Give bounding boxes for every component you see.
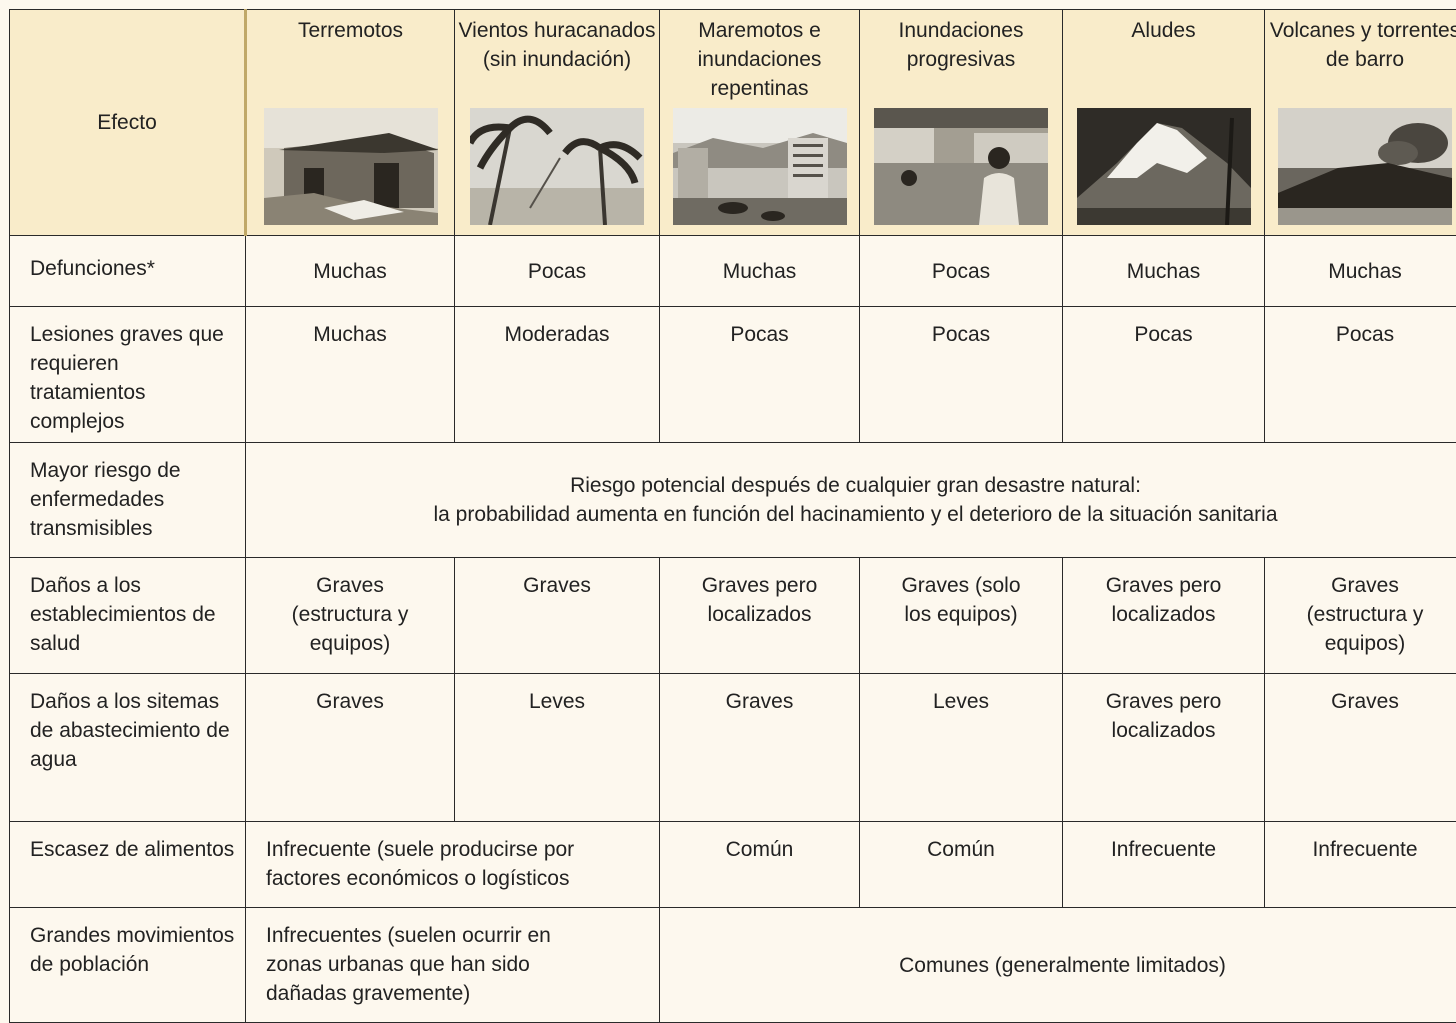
column-title: Inundaciones progresivas xyxy=(860,16,1062,108)
table-cell: Leves xyxy=(455,674,660,822)
column-header-volcanes: Volcanes y torrentes de barro xyxy=(1265,10,1456,236)
table-cell: Pocas xyxy=(1265,307,1456,443)
merged-cell: Infrecuente (suele producirse por factor… xyxy=(246,822,660,908)
column-header-inundaciones: Inundaciones progresivas xyxy=(860,10,1063,236)
table-cell: Infrecuente xyxy=(1063,822,1265,908)
merged-cell: Riesgo potencial después de cualquier gr… xyxy=(246,443,1456,558)
flood-photo xyxy=(874,108,1048,225)
table-cell: Graves pero localizados xyxy=(660,558,860,674)
column-title: Volcanes y torrentes de barro xyxy=(1265,16,1456,108)
disaster-effects-table: Efecto Terremotos Vientos huracanados (s… xyxy=(9,9,1456,1023)
table-cell: Pocas xyxy=(860,236,1063,307)
table-cell: Graves xyxy=(660,674,860,822)
table-cell: Muchas xyxy=(660,236,860,307)
table-row-defunciones: Defunciones* Muchas Pocas Muchas Pocas M… xyxy=(10,236,1456,307)
table-cell: Moderadas xyxy=(455,307,660,443)
table-row-lesiones: Lesiones graves que requieren tratamient… xyxy=(10,307,1456,443)
merged-cell: Comunes (generalmente limitados) xyxy=(660,908,1456,1023)
effect-header: Efecto xyxy=(10,10,246,236)
table-cell: Pocas xyxy=(455,236,660,307)
table-cell: Muchas xyxy=(1063,236,1265,307)
row-label: Mayor riesgo de enfermedades transmisibl… xyxy=(10,443,246,558)
hurricane-photo xyxy=(470,108,644,225)
merged-cell: Infrecuentes (suelen ocurrir en zonas ur… xyxy=(246,908,660,1023)
table-cell: Graves (estructura y equipos) xyxy=(1265,558,1456,674)
table-cell: Graves (estructura y equipos) xyxy=(246,558,455,674)
table-row-movimientos: Grandes movimientos de población Infrecu… xyxy=(10,908,1456,1023)
table-cell: Graves xyxy=(246,674,455,822)
table-cell: Graves (solo los equipos) xyxy=(860,558,1063,674)
row-label: Defunciones* xyxy=(10,236,246,307)
table-cell: Graves pero localizados xyxy=(1063,558,1265,674)
volcano-photo xyxy=(1278,108,1452,225)
column-header-terremotos: Terremotos xyxy=(246,10,455,236)
row-label: Lesiones graves que requieren tratamient… xyxy=(10,307,246,443)
table-cell: Común xyxy=(660,822,860,908)
table-cell: Graves xyxy=(1265,674,1456,822)
column-header-vientos: Vientos huracanados (sin inundación) xyxy=(455,10,660,236)
column-header-maremotos: Maremotos e inundaciones repentinas xyxy=(660,10,860,236)
column-title: Aludes xyxy=(1063,16,1264,108)
column-title: Maremotos e inundaciones repentinas xyxy=(660,16,859,108)
row-label: Daños a los establecimientos de salud xyxy=(10,558,246,674)
table-cell: Común xyxy=(860,822,1063,908)
table-cell: Muchas xyxy=(246,307,455,443)
table-cell: Muchas xyxy=(1265,236,1456,307)
table-cell: Leves xyxy=(860,674,1063,822)
risk-line-2: la probabilidad aumenta en función del h… xyxy=(246,500,1456,529)
table-cell: Graves pero localizados xyxy=(1063,674,1265,822)
risk-line-1: Riesgo potencial después de cualquier gr… xyxy=(246,471,1456,500)
table-cell: Infrecuente xyxy=(1265,822,1456,908)
table-row-escasez: Escasez de alimentos Infrecuente (suele … xyxy=(10,822,1456,908)
earthquake-photo xyxy=(264,108,438,225)
column-header-aludes: Aludes xyxy=(1063,10,1265,236)
table-row-danos-salud: Daños a los establecimientos de salud Gr… xyxy=(10,558,1456,674)
table-cell: Pocas xyxy=(660,307,860,443)
tsunami-photo xyxy=(673,108,847,225)
table-row-danos-agua: Daños a los sitemas de abastecimiento de… xyxy=(10,674,1456,822)
column-title: Terremotos xyxy=(247,16,454,108)
avalanche-photo xyxy=(1077,108,1251,225)
table-cell: Muchas xyxy=(246,236,455,307)
row-label: Escasez de alimentos xyxy=(10,822,246,908)
table-row-riesgo: Mayor riesgo de enfermedades transmisibl… xyxy=(10,443,1456,558)
table-cell: Pocas xyxy=(1063,307,1265,443)
table-cell: Pocas xyxy=(860,307,1063,443)
row-label: Grandes movimientos de población xyxy=(10,908,246,1023)
table-cell: Graves xyxy=(455,558,660,674)
row-label: Daños a los sitemas de abastecimiento de… xyxy=(10,674,246,822)
column-title: Vientos huracanados (sin inundación) xyxy=(455,16,659,108)
header-row: Efecto Terremotos Vientos huracanados (s… xyxy=(10,10,1456,236)
